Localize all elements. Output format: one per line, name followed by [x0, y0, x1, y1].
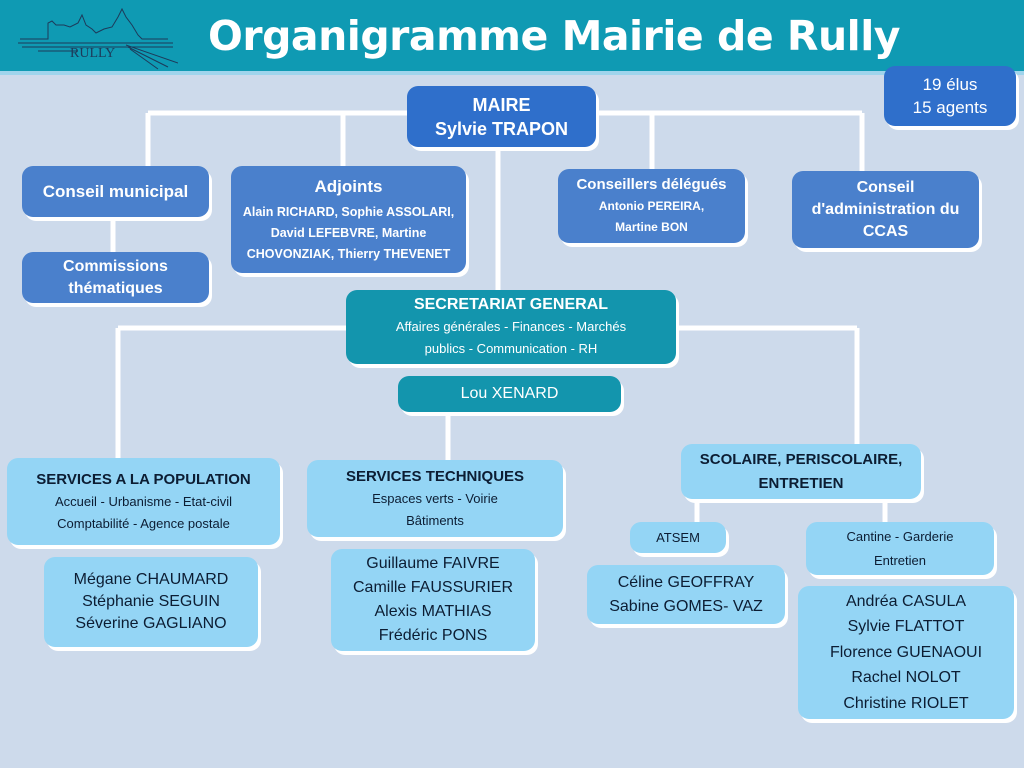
services-techniques-title: SERVICES TECHNIQUES	[345, 467, 525, 485]
ccas-line-2: d'administration du	[811, 200, 960, 218]
cantine-line-1: Cantine - Garderie	[846, 528, 954, 544]
scolaire-line-1: SCOLAIRE, PERISCOLAIRE,	[699, 450, 903, 468]
secretariat-person-box: Lou XENARD	[398, 376, 621, 412]
staff-member: Alexis MATHIAS	[374, 603, 492, 620]
services-population-title: SERVICES A LA POPULATION	[36, 470, 251, 488]
staff-member: Camille FAUSSURIER	[352, 579, 514, 596]
secretariat-line-1: Affaires générales - Finances - Marchés	[395, 319, 627, 334]
ccas-line-1: Conseil	[856, 178, 915, 196]
cantine-line-2: Entretien	[873, 552, 927, 568]
maire-name: Sylvie TRAPON	[434, 118, 569, 139]
services-techniques-line-1: Espaces verts - Voirie	[372, 490, 498, 506]
adjoints-line-1: Alain RICHARD, Sophie ASSOLARI,	[242, 204, 455, 219]
stats-badge: 19 élus 15 agents	[884, 66, 1016, 126]
conseillers-delegues-box: Conseillers délégués Antonio PEREIRA, Ma…	[558, 169, 745, 243]
ccas-line-3: CCAS	[862, 222, 909, 240]
maire-role: MAIRE	[472, 94, 531, 115]
adjoints-box: Adjoints Alain RICHARD, Sophie ASSOLARI,…	[231, 166, 466, 273]
ccas-box: Conseil d'administration du CCAS	[792, 171, 979, 248]
atsem-staff-box: Céline GEOFFRAY Sabine GOMES- VAZ	[587, 565, 785, 624]
commissions-box: Commissions thématiques	[22, 252, 209, 303]
header-banner: RULLY Organigramme Mairie de Rully	[0, 0, 1024, 75]
staff-member: Sabine GOMES- VAZ	[609, 597, 763, 615]
secretariat-person: Lou XENARD	[460, 385, 559, 402]
adjoints-line-2: David LEFEBVRE, Martine	[270, 225, 427, 240]
conseil-municipal-box: Conseil municipal	[22, 166, 209, 217]
scolaire-box: SCOLAIRE, PERISCOLAIRE, ENTRETIEN	[681, 444, 921, 499]
staff-member: Florence GUENAOUI	[829, 643, 983, 661]
adjoints-title: Adjoints	[314, 176, 383, 196]
services-population-staff-box: Mégane CHAUMARD Stéphanie SEGUIN Séverin…	[44, 557, 258, 647]
staff-member: Christine RIOLET	[843, 694, 969, 712]
maire-box: MAIRE Sylvie TRAPON	[407, 86, 596, 147]
village-skyline-icon: RULLY	[18, 7, 178, 70]
staff-member: Mégane CHAUMARD	[73, 571, 229, 588]
scolaire-line-2: ENTRETIEN	[758, 474, 844, 492]
services-population-line-2: Comptabilité - Agence postale	[57, 515, 230, 531]
staff-member: Céline GEOFFRAY	[617, 573, 755, 591]
services-techniques-box: SERVICES TECHNIQUES Espaces verts - Voir…	[307, 460, 563, 537]
staff-member: Andréa CASULA	[845, 592, 967, 610]
services-techniques-line-2: Bâtiments	[406, 512, 464, 528]
cantine-staff-box: Andréa CASULA Sylvie FLATTOT Florence GU…	[798, 586, 1014, 719]
elus-count: 19 élus	[922, 75, 978, 94]
atsem-box: ATSEM	[630, 522, 726, 553]
page-title: Organigramme Mairie de Rully	[208, 12, 901, 60]
staff-member: Stéphanie SEGUIN	[82, 593, 220, 610]
conseillers-delegues-title: Conseillers délégués	[576, 176, 727, 193]
staff-member: Guillaume FAIVRE	[366, 555, 500, 572]
commissions-line-2: thématiques	[68, 279, 163, 297]
conseil-municipal-label: Conseil municipal	[42, 182, 189, 201]
staff-member: Rachel NOLOT	[851, 669, 961, 687]
secretariat-title: SECRETARIAT GENERAL	[413, 296, 609, 313]
services-population-line-1: Accueil - Urbanisme - Etat-civil	[55, 493, 232, 509]
services-population-box: SERVICES A LA POPULATION Accueil - Urban…	[7, 458, 280, 545]
services-techniques-staff-box: Guillaume FAIVRE Camille FAUSSURIER Alex…	[331, 549, 535, 651]
staff-member: Sylvie FLATTOT	[847, 618, 965, 636]
secretariat-general-box: SECRETARIAT GENERAL Affaires générales -…	[346, 290, 676, 364]
staff-member: Séverine GAGLIANO	[75, 615, 227, 632]
agents-count: 15 agents	[912, 98, 988, 117]
logo-text: RULLY	[70, 46, 115, 61]
atsem-label: ATSEM	[656, 529, 700, 545]
conseillers-delegues-line-1: Antonio PEREIRA,	[598, 199, 705, 213]
staff-member: Frédéric PONS	[378, 627, 488, 644]
commissions-line-1: Commissions	[63, 257, 168, 275]
adjoints-line-3: CHOVONZIAK, Thierry THEVENET	[246, 246, 451, 261]
cantine-box: Cantine - Garderie Entretien	[806, 522, 994, 575]
secretariat-line-2: publics - Communication - RH	[424, 341, 598, 356]
conseillers-delegues-line-2: Martine BON	[615, 220, 688, 234]
